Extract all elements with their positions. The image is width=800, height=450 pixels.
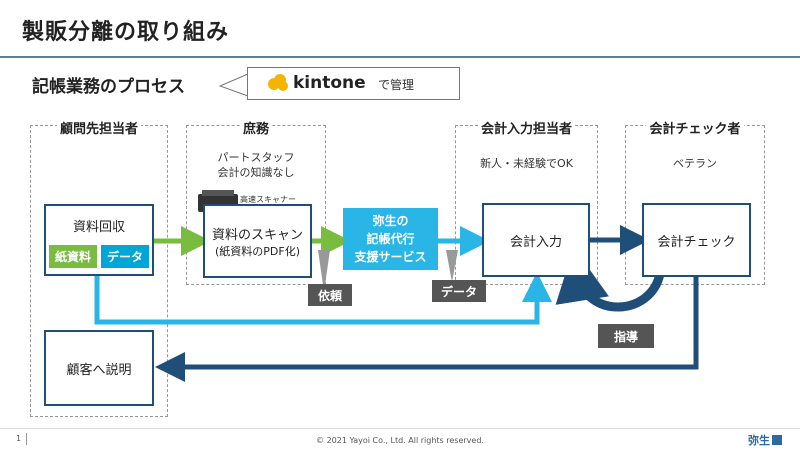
page-title: 製販分離の取り組み	[22, 20, 230, 45]
explain-box: 顧客へ説明	[44, 330, 154, 406]
arrow-guidance-curve	[555, 247, 665, 312]
admin-note: パートスタッフ 会計の知識なし	[217, 151, 295, 179]
data-tag: データ	[101, 245, 149, 268]
title-divider	[0, 56, 800, 58]
arrow-check-to-explain	[155, 277, 699, 382]
page-number: 1	[16, 434, 22, 443]
callout-suffix: で管理	[378, 78, 415, 92]
column-heading-client-rep: 顧問先担当者	[30, 118, 168, 137]
logo-mark-icon	[772, 435, 782, 445]
scan-label: 資料のスキャン	[211, 227, 303, 243]
paper-docs-tag: 紙資料	[49, 245, 97, 268]
column-heading-checker: 会計チェック者	[625, 118, 765, 137]
guidance-label: 指導	[598, 324, 654, 348]
scan-box: 資料のスキャン (紙資料のPDF化)	[203, 204, 312, 278]
request-label-pointer	[318, 250, 330, 292]
input-rep-note: 新人・未経験でOK	[480, 157, 573, 170]
kintone-callout	[247, 67, 460, 100]
bookkeeping-service-box: 弥生の 記帳代行 支援サービス	[343, 208, 438, 270]
data-label-pointer	[446, 250, 458, 282]
accounting-check-box: 会計チェック	[642, 203, 751, 277]
collect-label: 資料回収	[72, 220, 125, 235]
scan-sublabel: (紙資料のPDF化)	[214, 244, 300, 258]
kintone-brand: kintone	[293, 73, 366, 93]
checker-note: ベテラン	[673, 157, 717, 170]
column-heading-admin: 庶務	[186, 118, 326, 137]
column-heading-input-rep: 会計入力担当者	[455, 118, 598, 137]
yayoi-logo: 弥生	[748, 432, 782, 448]
data-handoff-label: データ	[432, 280, 486, 302]
accounting-input-box: 会計入力	[482, 203, 590, 277]
arrow-data-to-input	[94, 272, 552, 325]
scanner-label: 高速スキャナー	[240, 195, 296, 204]
kintone-logo-icon	[268, 74, 288, 91]
request-label: 依頼	[308, 284, 352, 306]
process-subtitle: 記帳業務のプロセス	[32, 77, 185, 97]
footer-divider	[0, 428, 800, 429]
copyright-text: © 2021 Yayoi Co., Ltd. All rights reserv…	[316, 436, 484, 445]
page-number-divider	[26, 433, 27, 445]
